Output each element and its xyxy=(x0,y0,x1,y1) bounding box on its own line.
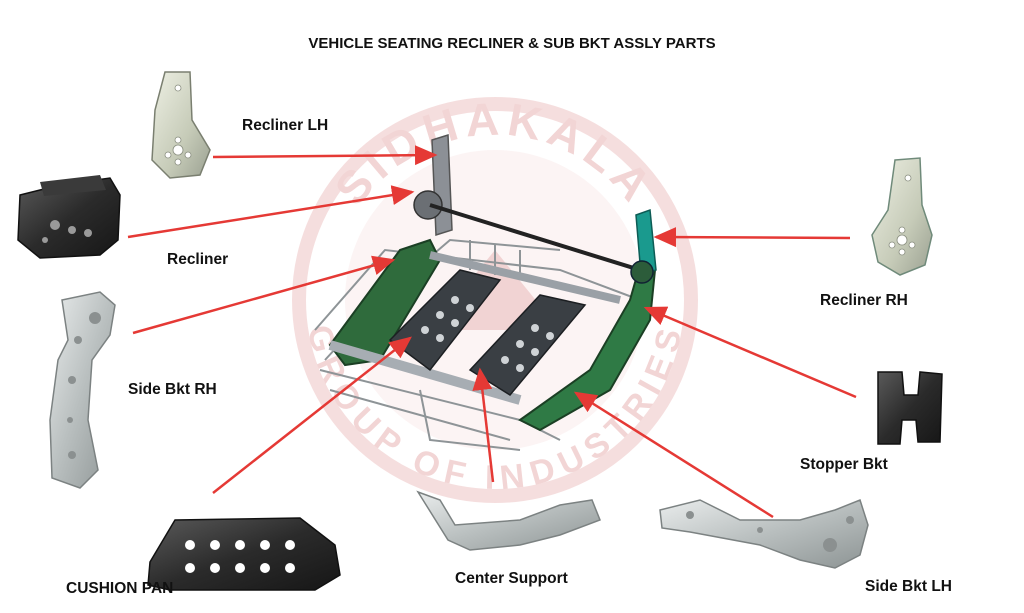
arrow-stopper-bkt xyxy=(643,306,857,399)
label-recliner-rh: Recliner RH xyxy=(820,292,908,309)
recliner-rh-image xyxy=(871,157,933,276)
label-side-bkt-rh: Side Bkt RH xyxy=(128,381,217,398)
arrow-center-support xyxy=(472,367,495,483)
label-recliner: Recliner xyxy=(167,251,229,268)
side-bkt-rh-image xyxy=(49,291,116,489)
label-stopper-bkt: Stopper Bkt xyxy=(800,456,888,473)
cushion-pan-image xyxy=(147,517,341,591)
page-title: VEHICLE SEATING RECLINER & SUB BKT ASSLY… xyxy=(308,35,716,52)
label-recliner-lh: Recliner LH xyxy=(242,117,329,134)
label-cushion-pan: CUSHION PAN xyxy=(66,580,174,597)
arrow-recliner xyxy=(127,185,415,239)
arrow-cushion-pan xyxy=(212,336,412,494)
recliner-image xyxy=(17,175,121,259)
label-center-support: Center Support xyxy=(455,570,568,587)
recliner-lh-image xyxy=(151,71,211,179)
arrow-recliner-rh xyxy=(653,227,851,248)
arrow-side-bkt-lh xyxy=(573,391,774,519)
label-side-bkt-lh: Side Bkt LH xyxy=(865,578,952,595)
arrow-recliner-lh xyxy=(212,145,438,166)
center-support-image xyxy=(416,490,601,551)
stopper-bkt-image xyxy=(877,371,943,445)
side-bkt-lh-image xyxy=(659,499,869,569)
arrow-side-bkt-rh xyxy=(132,255,396,335)
callout-arrows xyxy=(127,145,857,519)
